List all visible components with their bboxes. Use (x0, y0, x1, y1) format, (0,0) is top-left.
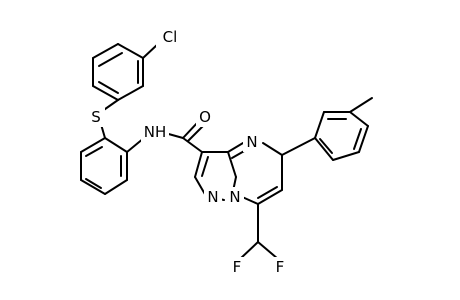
bond (239, 241, 259, 260)
atom-s-label: S (91, 108, 101, 126)
bond (349, 111, 369, 127)
bond (85, 146, 103, 157)
bond (194, 151, 203, 178)
atom-f-right: F (271, 257, 289, 277)
bonds (80, 43, 373, 260)
atom-nh: NH (141, 122, 169, 142)
bond (353, 128, 362, 150)
bond (201, 156, 209, 177)
bond (92, 85, 119, 101)
atom-n-ring-label: N (246, 133, 257, 151)
bond (98, 81, 119, 94)
bond (358, 125, 369, 153)
bond (92, 43, 119, 59)
bond (98, 52, 123, 67)
bond (257, 189, 283, 205)
atom-o-label: O (199, 108, 211, 126)
bond (187, 125, 204, 142)
bond (117, 85, 144, 101)
bond (349, 97, 373, 113)
bond (117, 43, 144, 59)
bond (227, 142, 244, 153)
bond (319, 138, 333, 154)
bond (80, 179, 106, 195)
bond (262, 142, 283, 156)
bond (85, 178, 102, 189)
atom-f-left: F (228, 257, 246, 277)
atom-n-ring: N (243, 132, 261, 152)
atom-o: O (196, 107, 214, 127)
atom-n-pyrazole: N (204, 187, 222, 207)
bond (104, 137, 128, 153)
atom-f-right-label: F (276, 258, 285, 276)
atom-n-bridge: N (226, 187, 244, 207)
bond (332, 151, 360, 161)
bond (80, 137, 106, 153)
bond (142, 43, 159, 59)
bond (257, 241, 279, 260)
bond (257, 186, 278, 199)
bond (227, 151, 237, 178)
atom-f-left-label: F (233, 258, 242, 276)
bond (314, 111, 325, 139)
atom-nh-label: NH (144, 123, 167, 141)
bond (182, 121, 199, 139)
atom-s: S (87, 107, 105, 127)
bond (314, 137, 334, 161)
atom-n-bridge-label: N (229, 188, 240, 206)
atom-cl-label: Cl (163, 28, 178, 46)
bond (182, 137, 203, 153)
bond (104, 179, 128, 195)
bond (281, 137, 316, 156)
atom-labels: Cl S NH O N N N F (87, 27, 289, 277)
atom-cl: Cl (156, 27, 184, 47)
atom-n-pyrazole-label: N (207, 188, 218, 206)
